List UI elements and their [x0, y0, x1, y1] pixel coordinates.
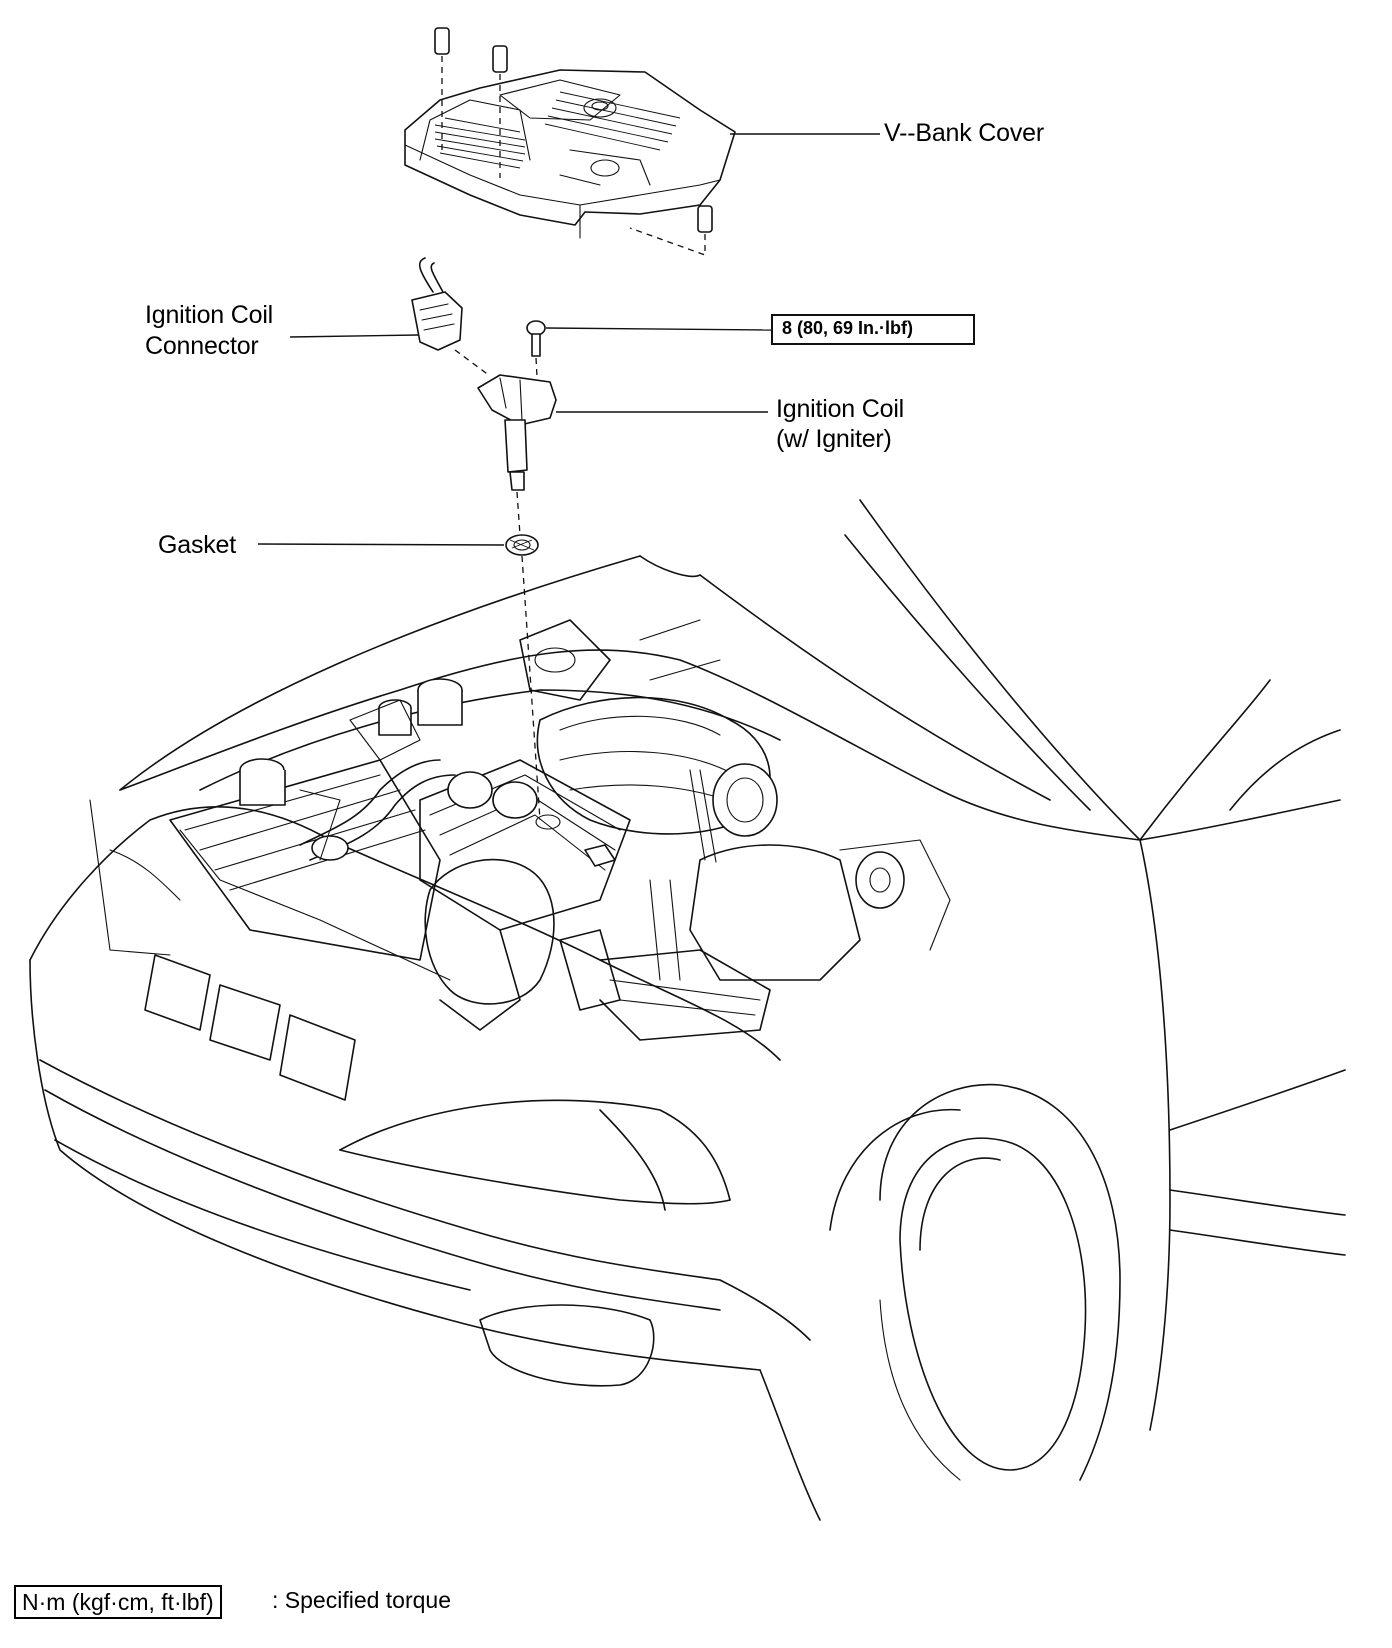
legend-unit-box: N·m (kgf·cm, ft·lbf) [14, 1585, 222, 1619]
ignition-coil-connector [289, 257, 491, 377]
label-ignition-coil-line2: (w/ Igniter) [776, 425, 892, 453]
label-vbank-cover: V--Bank Cover [884, 119, 1044, 147]
gasket [257, 534, 541, 821]
legend-unit-description: : Specified torque [272, 1587, 452, 1613]
label-ignition-coil-connector-line2: Connector [145, 332, 259, 360]
vehicle-body [29, 499, 1346, 1521]
label-ignition-coil-line1: Ignition Coil [776, 395, 905, 423]
ignition-coil [477, 374, 768, 536]
label-ignition-coil-connector-line1: Ignition Coil [145, 301, 274, 329]
coil-bolt [526, 320, 773, 396]
torque-spec-label: 8 (80, 69 In.·lbf) [782, 318, 914, 338]
engine-compartment [169, 619, 951, 1041]
torque-spec-frame [771, 314, 975, 345]
label-gasket: Gasket [158, 531, 236, 559]
vbank-cover [404, 27, 880, 256]
